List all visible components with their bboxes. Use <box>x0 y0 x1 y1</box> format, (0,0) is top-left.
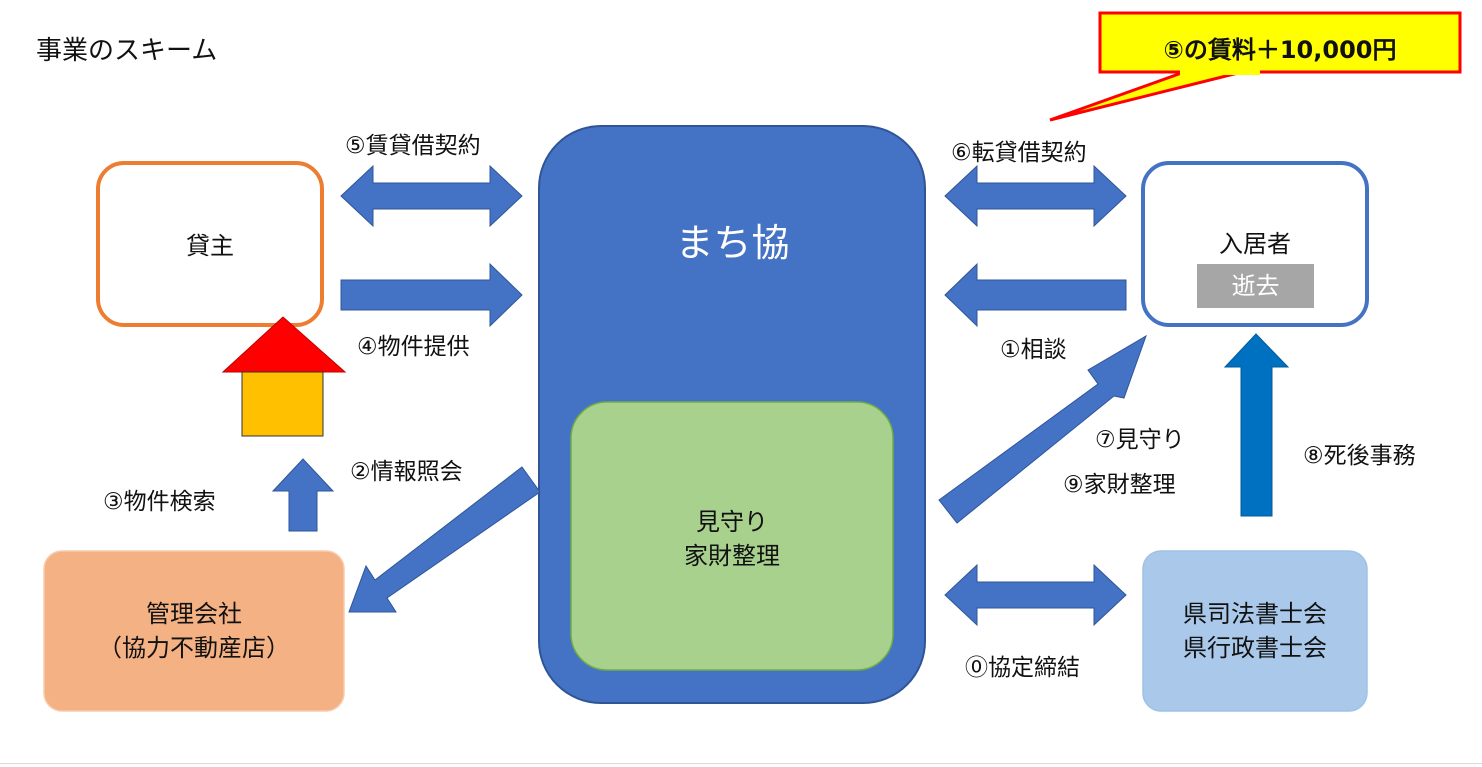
hub-inner-line1: 見守り <box>696 508 768 536</box>
sublease-label: ⑥転貸借契約 <box>951 140 1087 166</box>
agreement-label: ⓪協定締結 <box>965 655 1080 681</box>
deceased-badge: 逝去 <box>1197 264 1314 308</box>
scriveners-label: 県司法書士会 県行政書士会 <box>1143 597 1367 665</box>
hub-inner-label: 見守り 家財整理 <box>572 505 892 573</box>
footer-divider <box>0 763 1482 764</box>
management-line2: （協力不動産店） <box>98 634 290 662</box>
watch-label: ⑦見守り <box>1095 427 1185 453</box>
watch-arrow <box>938 334 1147 524</box>
lease-arrow <box>340 164 523 228</box>
callout-pointer <box>1049 68 1251 122</box>
consult-arrow <box>944 262 1127 328</box>
scriveners-box <box>1142 550 1368 712</box>
callout-text: ⑤の賃料＋10,000円 <box>1163 36 1397 64</box>
after-death-arrow <box>1223 333 1290 517</box>
inquiry-arrow <box>348 466 541 613</box>
management-box <box>43 550 345 712</box>
after-death-label: ⑧死後事務 <box>1303 443 1416 469</box>
inquiry-label: ②情報照会 <box>350 459 463 485</box>
landlord-box <box>96 161 324 327</box>
search-arrow <box>271 458 335 532</box>
hub-inner-line2: 家財整理 <box>684 542 780 570</box>
provide-arrow <box>340 262 523 328</box>
agreement-arrow <box>944 563 1127 627</box>
scriveners-line2: 県行政書士会 <box>1183 634 1327 662</box>
landlord-label: 貸主 <box>186 232 234 260</box>
management-label: 管理会社 （協力不動産店） <box>44 597 344 665</box>
scriveners-line1: 県司法書士会 <box>1183 600 1327 628</box>
hub-title: まち協 <box>675 221 790 265</box>
sublease-arrow <box>944 164 1127 228</box>
resident-label: 入居者 <box>1219 230 1291 258</box>
provide-label: ④物件提供 <box>357 334 470 360</box>
hub-inner-box <box>570 401 894 671</box>
lease-label: ⑤賃貸借契約 <box>345 133 481 159</box>
search-label: ③物件検索 <box>103 489 216 515</box>
callout-box <box>1098 11 1462 74</box>
household-label: ⑨家財整理 <box>1063 472 1176 498</box>
management-line1: 管理会社 <box>146 600 242 628</box>
page-title: 事業のスキーム <box>36 36 218 66</box>
house-body <box>241 371 324 437</box>
consult-label: ①相談 <box>1000 337 1067 363</box>
